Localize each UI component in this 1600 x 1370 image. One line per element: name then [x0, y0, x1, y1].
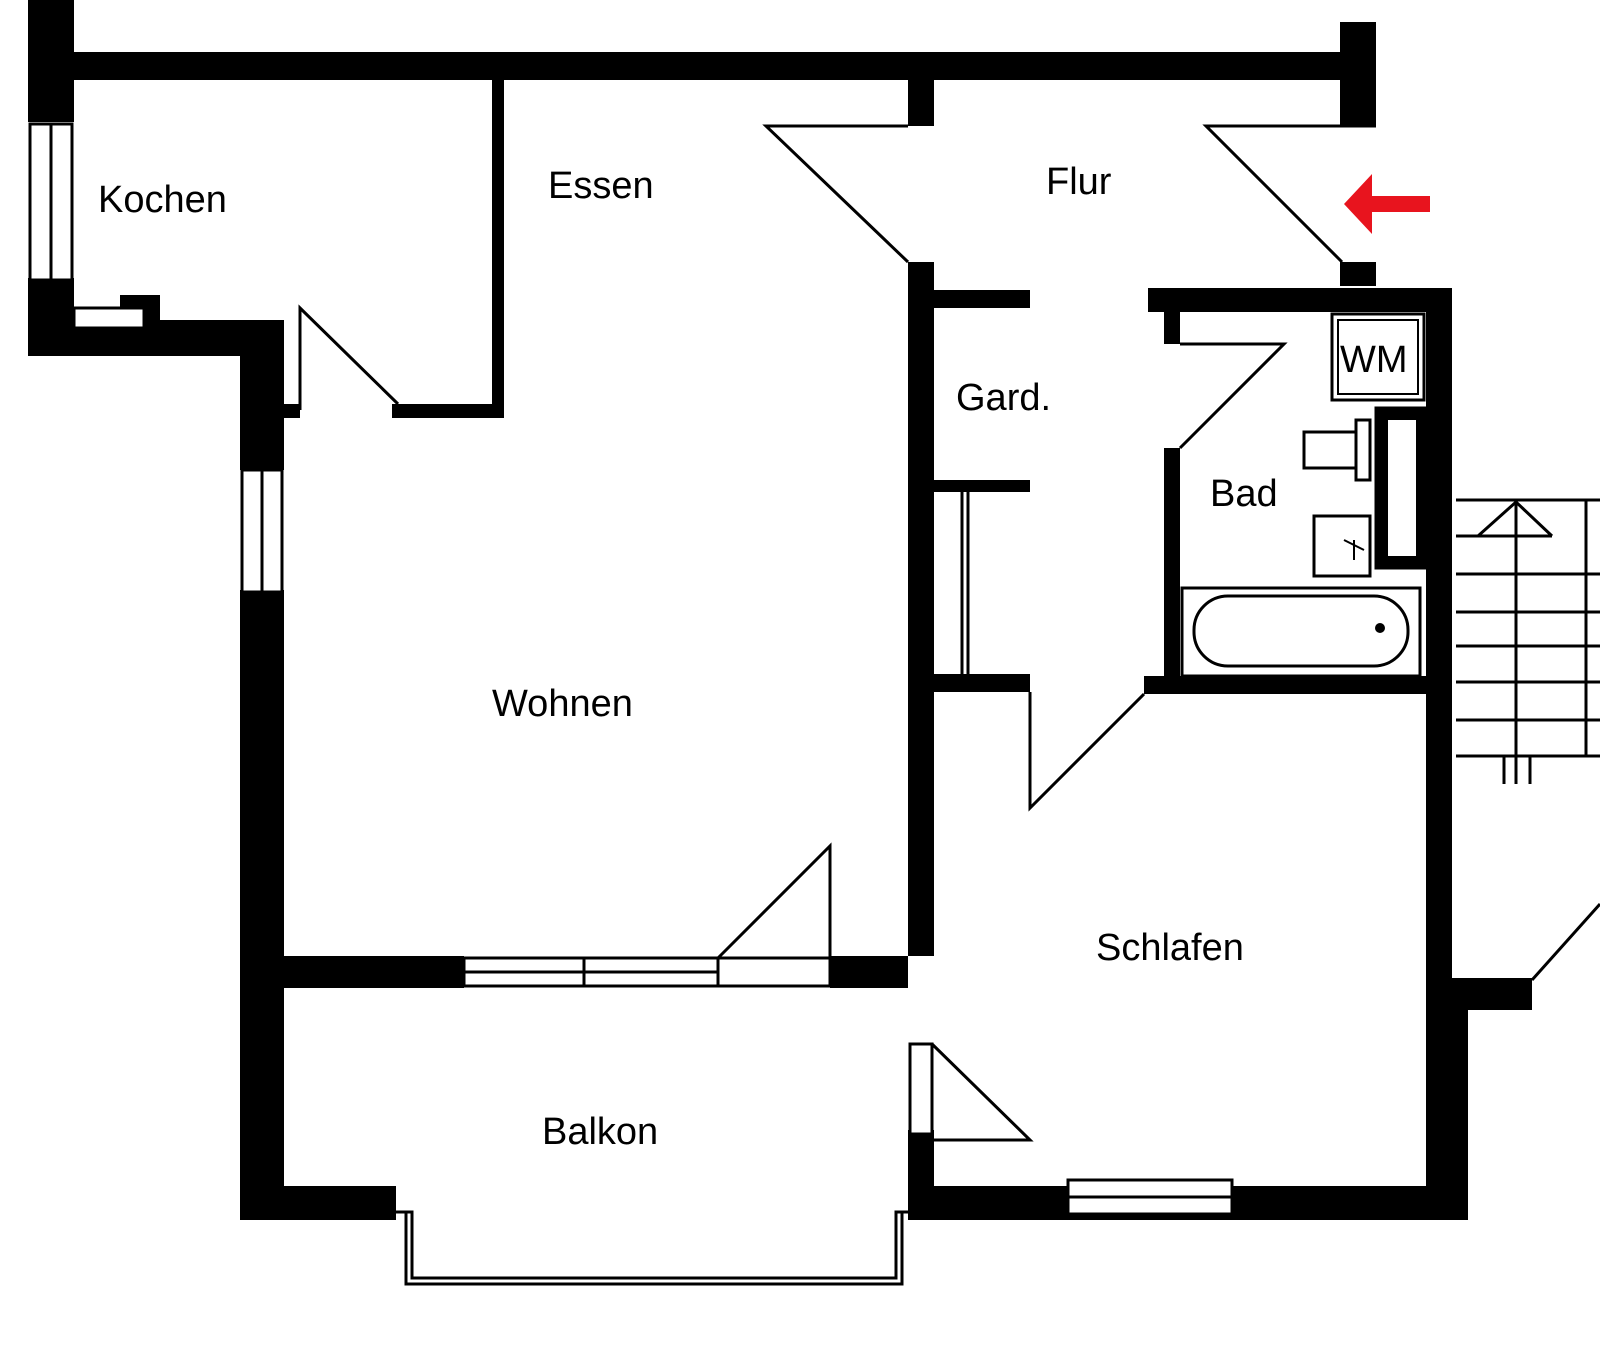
window-balcony-door-leaf	[716, 956, 832, 988]
wall-living-left-lower	[240, 590, 284, 1220]
door-stair-landing	[1530, 902, 1600, 982]
door-balcony	[716, 842, 832, 960]
label-bad: Bad	[1210, 473, 1278, 515]
wall-gard-closet-bottom	[934, 674, 1030, 692]
left-arrow-icon	[1344, 174, 1430, 234]
balcony-railing	[396, 1210, 908, 1286]
door-swings	[298, 124, 1600, 1142]
wall-gard-bottom	[934, 480, 1030, 492]
washing-machine	[1330, 312, 1426, 402]
door-entrance	[1202, 124, 1376, 264]
label-schlafen: Schlafen	[1096, 927, 1244, 969]
door-kitchen	[298, 304, 400, 410]
wall-bath-left	[1164, 448, 1180, 684]
wall-east	[1426, 288, 1452, 1220]
windows	[28, 122, 1234, 1216]
wall-southeast	[1452, 1000, 1468, 1220]
door-bedroom-balcony	[930, 1042, 1034, 1142]
label-wohnen: Wohnen	[492, 683, 633, 725]
wall-top	[28, 52, 1376, 80]
window-kitchen-small	[72, 306, 146, 330]
wall-bath-bottom	[1144, 676, 1452, 694]
wall-top-left-post	[28, 0, 74, 122]
wall-bath-top-stub	[1164, 288, 1180, 344]
staircase	[1456, 498, 1600, 784]
label-kochen: Kochen	[98, 179, 227, 221]
door-bath	[1178, 342, 1288, 450]
wall-bottom-left	[240, 1186, 396, 1220]
wall-living-right-top	[908, 80, 934, 126]
bath-fixtures	[1180, 312, 1430, 678]
label-balkon: Balkon	[542, 1111, 658, 1153]
label-flur: Flur	[1046, 161, 1112, 203]
wall-top-right-post	[1340, 22, 1376, 126]
window-bedroom-door	[908, 1042, 934, 1136]
walls	[28, 0, 1532, 1220]
door-bedroom	[1028, 692, 1146, 812]
room-labels: Kochen Essen Flur Gard. Bad Wohnen Schla…	[98, 161, 1408, 1153]
wall-living-balcony-left	[284, 956, 464, 988]
door-flur-left	[762, 124, 910, 264]
label-washing-machine: WM	[1340, 339, 1408, 381]
wall-living-balcony-right	[830, 956, 908, 988]
wall-living-left-upper	[240, 320, 284, 470]
wall-kitchen-partition	[492, 80, 504, 416]
wall-bath-top	[1148, 288, 1452, 312]
label-gard: Gard.	[956, 377, 1051, 419]
wall-kitchen-door-stop-left	[284, 404, 300, 418]
wall-kitchen-door-stop	[392, 404, 504, 418]
wall-flur-right-jamb	[1340, 262, 1376, 286]
label-essen: Essen	[548, 165, 654, 207]
wall-gard-top	[934, 290, 1030, 308]
sink	[1312, 514, 1372, 578]
wall-living-right	[908, 262, 934, 956]
toilet	[1302, 430, 1362, 470]
